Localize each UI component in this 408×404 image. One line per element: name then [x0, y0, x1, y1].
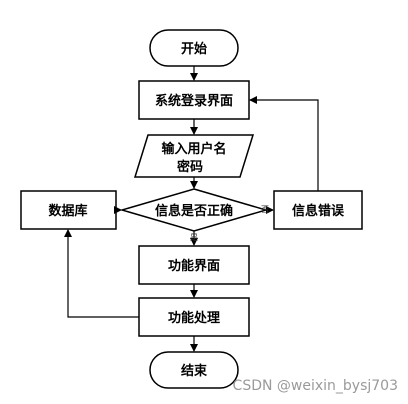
edge-error-login: [249, 96, 319, 191]
function-proc-label: 功能处理: [168, 310, 220, 326]
database-node: [20, 190, 117, 230]
function-ui-node: [138, 245, 250, 285]
login-node: [138, 80, 250, 120]
error-label: 信息错误: [292, 203, 345, 219]
edge-proc-database: [64, 229, 139, 318]
error-node: [273, 190, 363, 230]
input-node: [133, 134, 255, 178]
input-label-line2: 密码: [176, 159, 203, 175]
function-ui-label: 功能界面: [168, 258, 220, 274]
input-label-line1: 输入用户名: [161, 141, 226, 157]
end-label: 结束: [181, 363, 208, 379]
start-label: 开始: [181, 41, 207, 57]
decision-label: 信息是否正确: [155, 203, 233, 219]
database-label: 数据库: [48, 203, 87, 219]
edge-label-no: 否: [261, 205, 269, 214]
edge-label-yes: 是: [190, 233, 198, 242]
end-node: [149, 351, 239, 389]
login-label: 系统登录界面: [155, 93, 233, 109]
watermark-text: CSDN @weixin_bysj703: [232, 378, 398, 394]
